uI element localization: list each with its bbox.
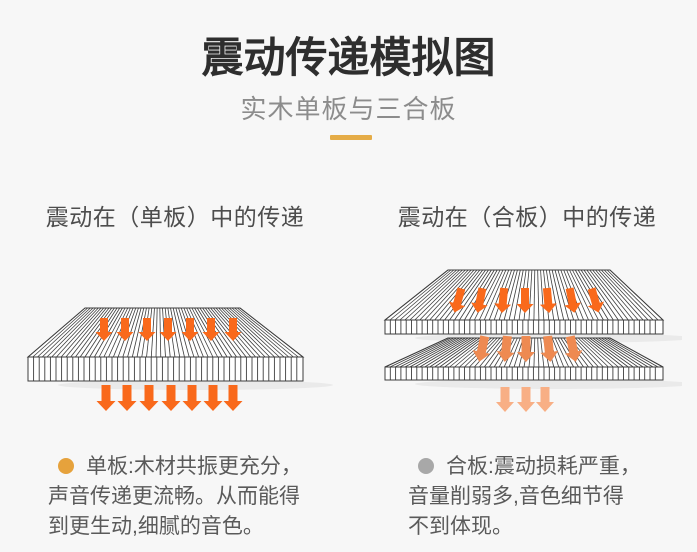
plywood-column-heading: 震动在（合板）中的传递 — [397, 204, 657, 230]
board-front-face — [384, 366, 664, 381]
down-arrow-icon — [496, 387, 514, 412]
down-arrow-icon — [96, 385, 116, 411]
note-line: 声音传递更流畅。从而能得 — [48, 485, 300, 508]
down-arrow-icon — [224, 318, 242, 341]
wood-board — [383, 269, 682, 343]
plywood-board-diagram — [383, 269, 682, 412]
page-subtitle: 实木单板与三合板 — [240, 94, 457, 124]
down-arrow-icon — [564, 335, 583, 362]
down-arrow-icon — [202, 318, 220, 341]
down-arrow-icon — [95, 318, 113, 341]
down-arrow-icon — [540, 335, 559, 362]
veneer-column-heading: 震动在（单板）中的传递 — [45, 204, 305, 230]
down-arrow-icon — [116, 318, 134, 341]
down-arrow-icon — [539, 287, 557, 313]
down-arrow-icon — [496, 335, 515, 362]
plywood-bullet-icon — [418, 458, 434, 474]
board-front-face — [27, 356, 304, 382]
page-title: 震动传递模拟图 — [201, 34, 496, 81]
note-text: 合板:震动损耗严重， — [446, 455, 641, 478]
note-line: 音量削弱多,音色细节得 — [408, 485, 624, 508]
wood-board — [384, 337, 682, 389]
down-arrow-icon — [138, 318, 156, 341]
note-line: 不到体现。 — [408, 515, 513, 538]
down-arrow-icon — [517, 387, 535, 412]
down-arrow-icon — [564, 287, 582, 313]
down-arrow-icon — [587, 287, 605, 313]
plywood-note: 合板:震动损耗严重， 音量削弱多,音色细节得 不到体现。 — [408, 452, 683, 542]
note-line: 到更生动,细腻的音色。 — [48, 515, 264, 538]
veneer-note: 单板:木材共振更充分， 声音传递更流畅。从而能得 到更生动,细腻的音色。 — [48, 452, 338, 542]
wood-board — [26, 307, 333, 390]
down-arrow-icon — [517, 336, 535, 362]
down-arrow-icon — [203, 385, 223, 411]
veneer-board-diagram — [26, 307, 333, 411]
note-line: 合板:震动损耗严重， — [408, 452, 683, 482]
down-arrow-icon — [159, 318, 177, 341]
down-arrow-icon — [494, 287, 512, 313]
note-text: 单板:木材共振更充分， — [86, 455, 302, 478]
down-arrow-icon — [470, 287, 488, 313]
down-arrow-icon — [117, 385, 137, 411]
down-arrow-icon — [161, 385, 181, 411]
note-line: 单板:木材共振更充分， — [48, 452, 338, 482]
subtitle-underline — [330, 135, 372, 140]
down-arrow-icon — [472, 335, 491, 362]
down-arrow-icon — [536, 387, 554, 412]
board-front-face — [384, 319, 664, 335]
down-arrow-icon — [516, 288, 534, 313]
down-arrow-icon — [223, 385, 243, 411]
down-arrow-icon — [139, 385, 159, 411]
down-arrow-icon — [181, 318, 199, 341]
veneer-bullet-icon — [58, 458, 74, 474]
down-arrow-icon — [448, 287, 466, 313]
down-arrow-icon — [182, 385, 202, 411]
